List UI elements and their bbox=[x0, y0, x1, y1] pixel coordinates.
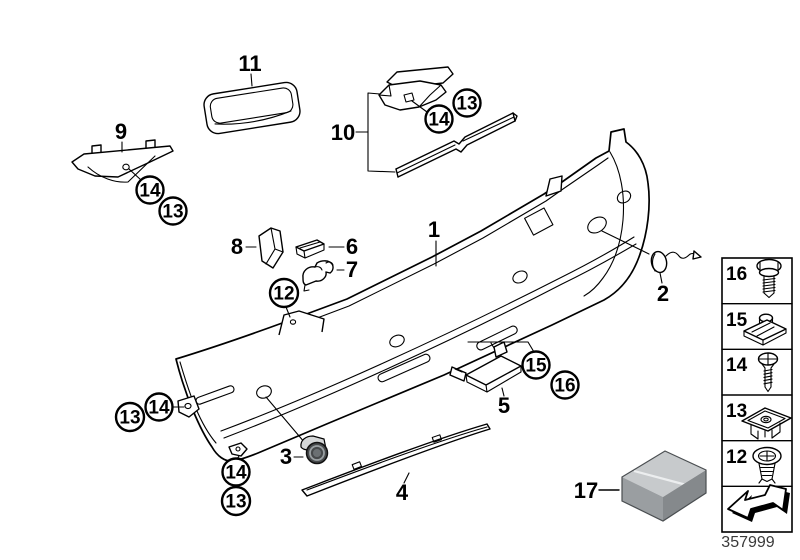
crease-line bbox=[220, 236, 635, 432]
svg-text:12: 12 bbox=[726, 447, 747, 468]
svg-text:14: 14 bbox=[726, 355, 748, 376]
svg-text:14: 14 bbox=[225, 463, 247, 484]
legend-row-arrow[interactable] bbox=[727, 484, 790, 522]
part1-bumper-panel bbox=[175, 128, 650, 462]
part5-bracket bbox=[449, 341, 535, 393]
item-label-11[interactable]: 11 bbox=[238, 51, 261, 76]
legend-row-15[interactable]: 15 bbox=[726, 310, 787, 346]
continuation-arrow-icon bbox=[727, 484, 790, 522]
part8-wedge bbox=[258, 227, 284, 269]
leader-line bbox=[403, 472, 410, 484]
callout-circle-part5-16[interactable]: 16 bbox=[550, 370, 580, 400]
box-top bbox=[622, 451, 706, 497]
callout-circle-bottom-14[interactable]: 14 bbox=[221, 457, 251, 487]
item-label-1[interactable]: 1 bbox=[428, 217, 440, 242]
part2-towing-cap bbox=[601, 230, 702, 284]
part7-clip bbox=[302, 260, 334, 292]
item-label-9[interactable]: 9 bbox=[115, 119, 127, 144]
callout-circle-part10-13[interactable]: 13 bbox=[452, 88, 482, 118]
leader-line bbox=[250, 73, 253, 87]
part6-strip bbox=[295, 239, 325, 259]
leader-line bbox=[501, 387, 505, 397]
part3-pdc-sensor bbox=[265, 396, 329, 465]
item-label-17[interactable]: 17 bbox=[574, 478, 598, 503]
item-label-10[interactable]: 10 bbox=[331, 120, 355, 145]
tapping-screw-icon bbox=[757, 352, 779, 393]
part9-bracket bbox=[71, 139, 174, 183]
leader-line bbox=[128, 168, 142, 181]
leader-line bbox=[601, 230, 650, 255]
item-label-3[interactable]: 3 bbox=[280, 444, 292, 469]
side-tab bbox=[177, 395, 200, 418]
item-label-4[interactable]: 4 bbox=[396, 480, 409, 505]
part11-pad bbox=[203, 81, 301, 135]
cord-arrow bbox=[692, 250, 702, 260]
callout-circle-part10-14[interactable]: 14 bbox=[424, 104, 454, 134]
svg-text:13: 13 bbox=[225, 492, 246, 513]
part4-rub-strip bbox=[301, 423, 491, 497]
item-label-7[interactable]: 7 bbox=[346, 257, 358, 282]
diagram-part-number: 357999 bbox=[721, 534, 774, 551]
callout-circle-part9-14[interactable]: 14 bbox=[135, 175, 165, 205]
svg-text:13: 13 bbox=[119, 408, 140, 429]
hex-flange-bolt-icon bbox=[756, 258, 782, 299]
svg-text:15: 15 bbox=[525, 356, 547, 377]
svg-text:13: 13 bbox=[726, 401, 747, 422]
svg-text:13: 13 bbox=[162, 202, 183, 223]
item-label-6[interactable]: 6 bbox=[346, 234, 358, 259]
callout-circle-bottom-13[interactable]: 13 bbox=[220, 485, 252, 517]
svg-text:13: 13 bbox=[456, 94, 477, 115]
mounting-tab bbox=[545, 175, 563, 197]
end-cap-line bbox=[583, 151, 624, 297]
legend-row-16[interactable]: 16 bbox=[726, 258, 782, 299]
legend-row-13[interactable]: 13 bbox=[726, 401, 792, 440]
expanding-rivet-icon bbox=[752, 446, 782, 484]
box-side bbox=[663, 470, 706, 521]
leader-line bbox=[467, 341, 535, 353]
svg-text:14: 14 bbox=[428, 110, 450, 131]
fastener-legend: 16 15 14 bbox=[721, 257, 793, 533]
part17-kit-box bbox=[621, 450, 707, 522]
callout-circle-top-12[interactable]: 12 bbox=[268, 277, 300, 309]
box-front bbox=[622, 477, 663, 521]
svg-text:12: 12 bbox=[273, 284, 294, 305]
item-label-8[interactable]: 8 bbox=[231, 234, 243, 259]
leader-line bbox=[659, 272, 663, 284]
svg-text:15: 15 bbox=[726, 310, 748, 331]
leader-line bbox=[411, 100, 428, 113]
svg-text:16: 16 bbox=[726, 264, 747, 285]
bracket-connector bbox=[355, 92, 396, 173]
item-label-2[interactable]: 2 bbox=[657, 281, 669, 306]
cap-cord bbox=[665, 251, 697, 259]
svg-text:14: 14 bbox=[148, 398, 170, 419]
item-label-5[interactable]: 5 bbox=[498, 393, 510, 418]
callout-circle-left-13[interactable]: 13 bbox=[114, 401, 146, 433]
leader-line bbox=[265, 396, 306, 444]
callout-circle-left-14[interactable]: 14 bbox=[144, 392, 174, 422]
callout-circle-part5-15[interactable]: 15 bbox=[521, 350, 551, 380]
top-flange-line bbox=[287, 157, 609, 330]
bottom-clip bbox=[228, 442, 248, 457]
leader-line bbox=[285, 306, 291, 318]
svg-text:14: 14 bbox=[139, 181, 161, 202]
svg-text:16: 16 bbox=[554, 376, 575, 397]
legend-row-12[interactable]: 12 bbox=[726, 446, 782, 484]
part10-group bbox=[355, 66, 518, 178]
crease-line bbox=[223, 243, 637, 439]
expansion-nut-icon bbox=[741, 407, 792, 440]
callout-circle-part9-13[interactable]: 13 bbox=[158, 196, 188, 226]
legend-row-14[interactable]: 14 bbox=[726, 352, 779, 393]
clip-nut-icon bbox=[743, 313, 787, 346]
